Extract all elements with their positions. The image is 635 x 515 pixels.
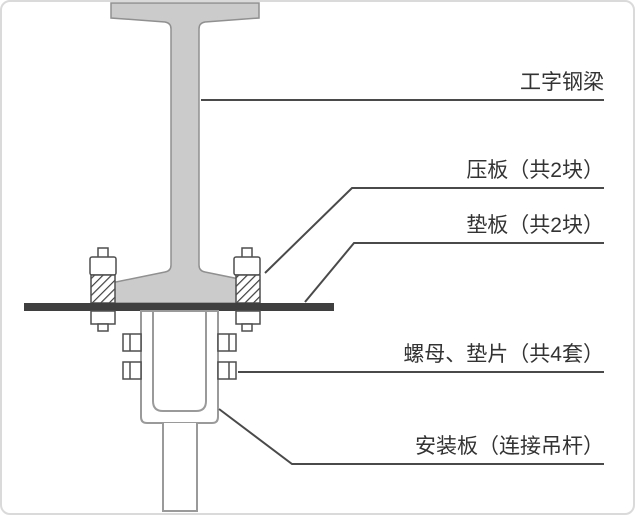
bolt-head-icon <box>89 256 117 276</box>
bracket-bolt-left-2 <box>122 361 142 380</box>
bracket-bolt-left-1 <box>122 333 142 352</box>
bracket-channel <box>152 311 207 412</box>
mounting-bracket <box>140 310 219 424</box>
nut-right <box>235 310 261 332</box>
clamp-plate-right <box>235 274 261 304</box>
clamp-bolt-right <box>233 247 261 276</box>
clamp-bolt-left <box>89 247 117 276</box>
bolt-head-icon <box>233 256 261 276</box>
label-clamp-plate: 压板（共2块） <box>466 159 604 182</box>
clamp-plate-left <box>90 274 116 304</box>
nut-left <box>90 310 116 332</box>
bracket-bolt-right-1 <box>217 333 237 352</box>
base-plate <box>24 303 334 311</box>
bolt-tip-icon <box>97 323 109 332</box>
label-i-beam: 工字钢梁 <box>520 71 604 94</box>
bracket-bolt-right-2 <box>217 361 237 380</box>
leader-clamp-plate <box>264 187 604 274</box>
bolt-tip-icon <box>241 323 253 332</box>
nut-icon <box>235 310 261 325</box>
hanger-rod <box>162 423 198 512</box>
label-nut-washer: 螺母、垫片（共4套） <box>403 343 604 366</box>
leader-backing-plate <box>304 242 604 303</box>
label-mounting-plate: 安装板（连接吊杆） <box>415 435 604 458</box>
nut-icon <box>90 310 116 325</box>
leader-mounting-plate <box>218 408 604 465</box>
label-backing-plate: 垫板（共2块） <box>466 214 604 237</box>
